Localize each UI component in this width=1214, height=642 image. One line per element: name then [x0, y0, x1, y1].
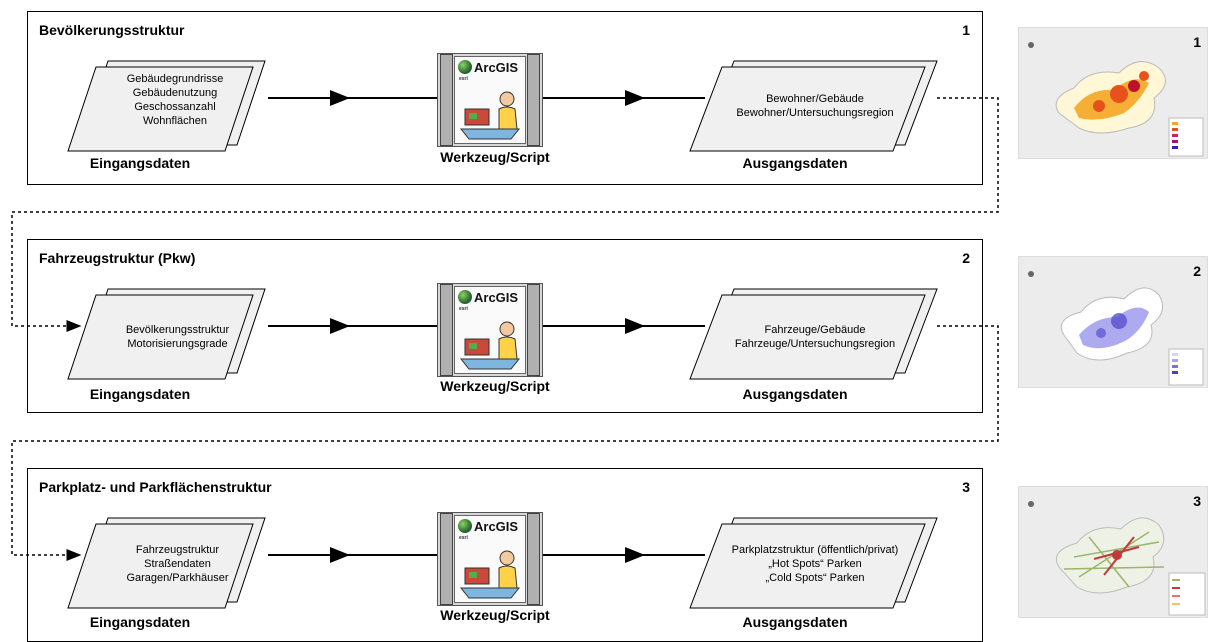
dotted-connector-2-3 [11, 325, 999, 561]
input-line: Geschossanzahl [134, 101, 216, 113]
globe-icon [458, 519, 472, 533]
input-label: Eingangsdaten [89, 386, 191, 402]
output-data-list: Bewohner/Gebäude Bewohner/Untersuchungsr… [705, 92, 925, 120]
esri-logo-text: esri [459, 535, 468, 541]
esri-logo-text: esri [459, 306, 468, 312]
input-data-shape [67, 294, 254, 380]
globe-icon [458, 60, 472, 74]
stage-box-2: Fahrzeugstruktur (Pkw) 2 [27, 239, 983, 413]
result-map-thumbnail-1: 1 [1018, 27, 1208, 159]
arcgis-logo-text: ArcGIS [474, 60, 519, 75]
output-line: Parkplatzstruktur (öffentlich/privat) [731, 544, 899, 556]
input-line: Wohnflächen [142, 115, 207, 127]
user-at-computer-icon [459, 321, 521, 370]
arcgis-logo-text: ArcGIS [474, 290, 519, 305]
user-at-computer-icon [459, 550, 521, 599]
input-line: Motorisierungsgrade [127, 338, 228, 350]
tool-label: Werkzeug/Script [440, 378, 550, 394]
output-label: Ausgangsdaten [742, 614, 848, 630]
stage-title: Bevölkerungsstruktur [39, 22, 185, 38]
output-line: Bewohner/Untersuchungsregion [736, 107, 894, 119]
input-line: Bevölkerungsstruktur [125, 324, 230, 336]
parking-structure-map [1028, 501, 1206, 616]
population-density-map [1028, 42, 1204, 157]
output-line: Fahrzeuge/Gebäude [764, 324, 866, 336]
input-line: Garagen/Parkhäuser [126, 572, 229, 584]
input-line: Fahrzeugstruktur [135, 544, 220, 556]
arcgis-logo-text: ArcGIS [474, 519, 519, 534]
input-label: Eingangsdaten [89, 155, 191, 171]
user-at-computer-icon [459, 91, 521, 140]
arcgis-tool-3: ArcGIS esri [437, 512, 543, 606]
output-data-list: Parkplatzstruktur (öffentlich/privat) „H… [700, 543, 930, 585]
thumbnail-number: 1 [1193, 34, 1201, 50]
output-line: „Cold Spots“ Parken [765, 572, 865, 584]
stage-number: 3 [962, 479, 970, 495]
input-data-shape [67, 66, 254, 152]
stage-title: Parkplatz- und Parkflächenstruktur [39, 479, 272, 495]
output-label: Ausgangsdaten [742, 386, 848, 402]
output-data-shape [689, 294, 926, 380]
thumbnail-number: 3 [1193, 493, 1201, 509]
input-data-list: Bevölkerungsstruktur Motorisierungsgrade [95, 323, 260, 351]
input-line: Straßendaten [144, 558, 211, 570]
input-data-list: Gebäudegrundrisse Gebäudenutzung Geschos… [100, 72, 250, 128]
input-label: Eingangsdaten [89, 614, 191, 630]
dotted-connector-1-2 [11, 97, 999, 332]
output-line: „Hot Spots“ Parken [768, 558, 862, 570]
output-label: Ausgangsdaten [742, 155, 848, 171]
globe-icon [458, 290, 472, 304]
output-data-list: Fahrzeuge/Gebäude Fahrzeuge/Untersuchung… [705, 323, 925, 351]
thumbnail-number: 2 [1193, 263, 1201, 279]
arcgis-tool-2: ArcGIS esri [437, 283, 543, 377]
tool-label: Werkzeug/Script [440, 607, 550, 623]
input-line: Gebäudegrundrisse [126, 73, 224, 85]
input-line: Gebäudenutzung [132, 87, 218, 99]
input-data-list: Fahrzeugstruktur Straßendaten Garagen/Pa… [95, 543, 260, 585]
arcgis-tool-1: ArcGIS esri [437, 53, 543, 147]
stage-title: Fahrzeugstruktur (Pkw) [39, 250, 196, 266]
output-data-shape [689, 523, 926, 609]
esri-logo-text: esri [459, 76, 468, 82]
stage-number: 2 [962, 250, 970, 266]
vehicle-density-map [1028, 271, 1204, 386]
tool-label: Werkzeug/Script [440, 149, 550, 165]
stage-box-1: Bevölkerungsstruktur 1 [27, 11, 983, 185]
stage-number: 1 [962, 22, 970, 38]
result-map-thumbnail-2: 2 [1018, 256, 1208, 388]
output-line: Bewohner/Gebäude [766, 93, 864, 105]
input-data-shape [67, 523, 254, 609]
result-map-thumbnail-3: 3 [1018, 486, 1208, 618]
output-line: Fahrzeuge/Untersuchungsregion [734, 338, 896, 350]
output-data-shape [689, 66, 926, 152]
